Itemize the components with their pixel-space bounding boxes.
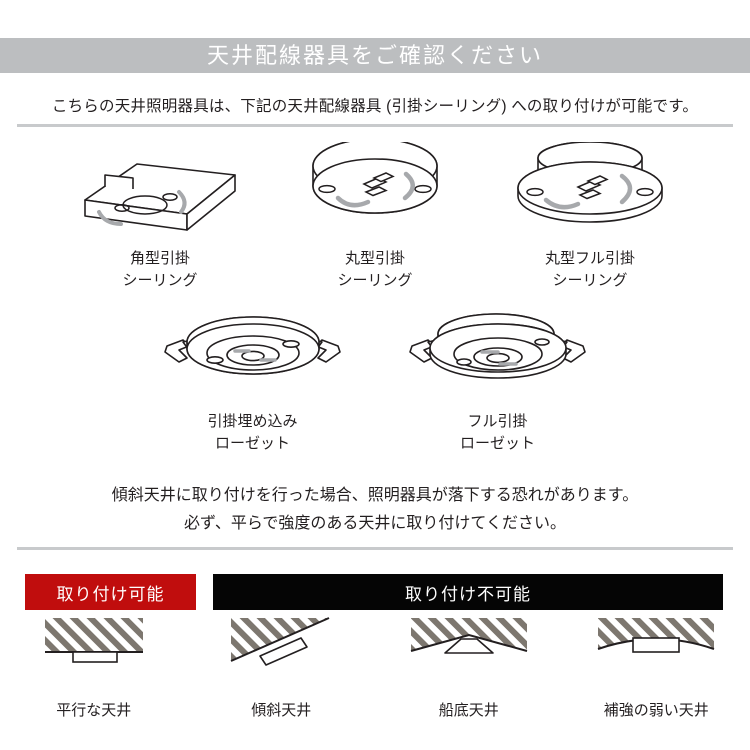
fixture-square-hook-ceiling: 角型引掛 シーリング <box>53 142 268 292</box>
square-hook-ceiling-icon <box>75 142 245 242</box>
divider-bottom <box>17 547 733 550</box>
embedded-hook-rosette-icon <box>145 305 360 405</box>
banner-installable: 取り付け可能 <box>25 574 196 610</box>
warning-text: 傾斜天井に取り付けを行った場合、照明器具が落下する恐れがあります。 必ず、平らで… <box>0 482 750 538</box>
fixture-round-full-hook-ceiling: 丸型フル引掛 シーリング <box>483 142 698 292</box>
flat-ceiling-icon <box>24 615 164 677</box>
intro-text: こちらの天井照明器具は、下記の天井配線器具 (引掛シーリング) への取り付けが可… <box>51 98 699 115</box>
case-boat-bottom-ceiling: 船底天井 <box>375 615 563 720</box>
fixtures-row-2: 引掛埋め込み ローゼット <box>0 305 750 455</box>
full-hook-rosette-icon <box>390 305 605 405</box>
fixtures-row-1: 角型引掛 シーリング <box>0 142 750 292</box>
ceiling-cases: 平行な天井 傾斜天井 <box>0 615 750 720</box>
banner-installable-label: 取り付け可能 <box>56 584 165 604</box>
fixture-label: 角型引掛 シーリング <box>122 250 198 289</box>
case-label: 船底天井 <box>438 702 499 719</box>
case-weak-reinforcement-ceiling: 補強の弱い天井 <box>563 615 750 720</box>
fixture-label: フル引掛 ローゼット <box>459 413 535 452</box>
fixture-label: 丸型フル引掛 シーリング <box>544 250 635 289</box>
banner-not-installable-label: 取り付け不可能 <box>405 584 531 604</box>
fixture-label: 引掛埋め込み ローゼット <box>207 413 298 452</box>
page-title: 天井配線器具をご確認ください <box>206 42 543 68</box>
case-label: 補強の弱い天井 <box>603 702 709 719</box>
case-flat-ceiling: 平行な天井 <box>0 615 188 720</box>
fixture-full-hook-rosette: フル引掛 ローゼット <box>375 305 620 455</box>
weak-reinforcement-ceiling-icon <box>586 615 726 677</box>
case-label: 傾斜天井 <box>251 702 312 719</box>
fixture-round-hook-ceiling: 丸型引掛 シーリング <box>268 142 483 292</box>
divider-top <box>17 124 733 127</box>
boat-bottom-ceiling-icon <box>399 615 539 677</box>
warning-line-1: 傾斜天井に取り付けを行った場合、照明器具が落下する恐れがあります。 <box>111 487 639 504</box>
round-hook-ceiling-icon <box>300 142 450 242</box>
warning-line-2: 必ず、平らで強度のある天井に取り付けてください。 <box>184 515 566 532</box>
case-slanted-ceiling: 傾斜天井 <box>188 615 376 720</box>
header-bar: 天井配線器具をご確認ください <box>0 38 750 73</box>
slanted-ceiling-icon <box>211 615 351 677</box>
fixture-label: 丸型引掛 シーリング <box>337 250 413 289</box>
round-full-hook-ceiling-icon <box>510 142 670 242</box>
fixture-embedded-hook-rosette: 引掛埋め込み ローゼット <box>130 305 375 455</box>
case-label: 平行な天井 <box>56 702 132 719</box>
banner-not-installable: 取り付け不可能 <box>213 574 723 610</box>
